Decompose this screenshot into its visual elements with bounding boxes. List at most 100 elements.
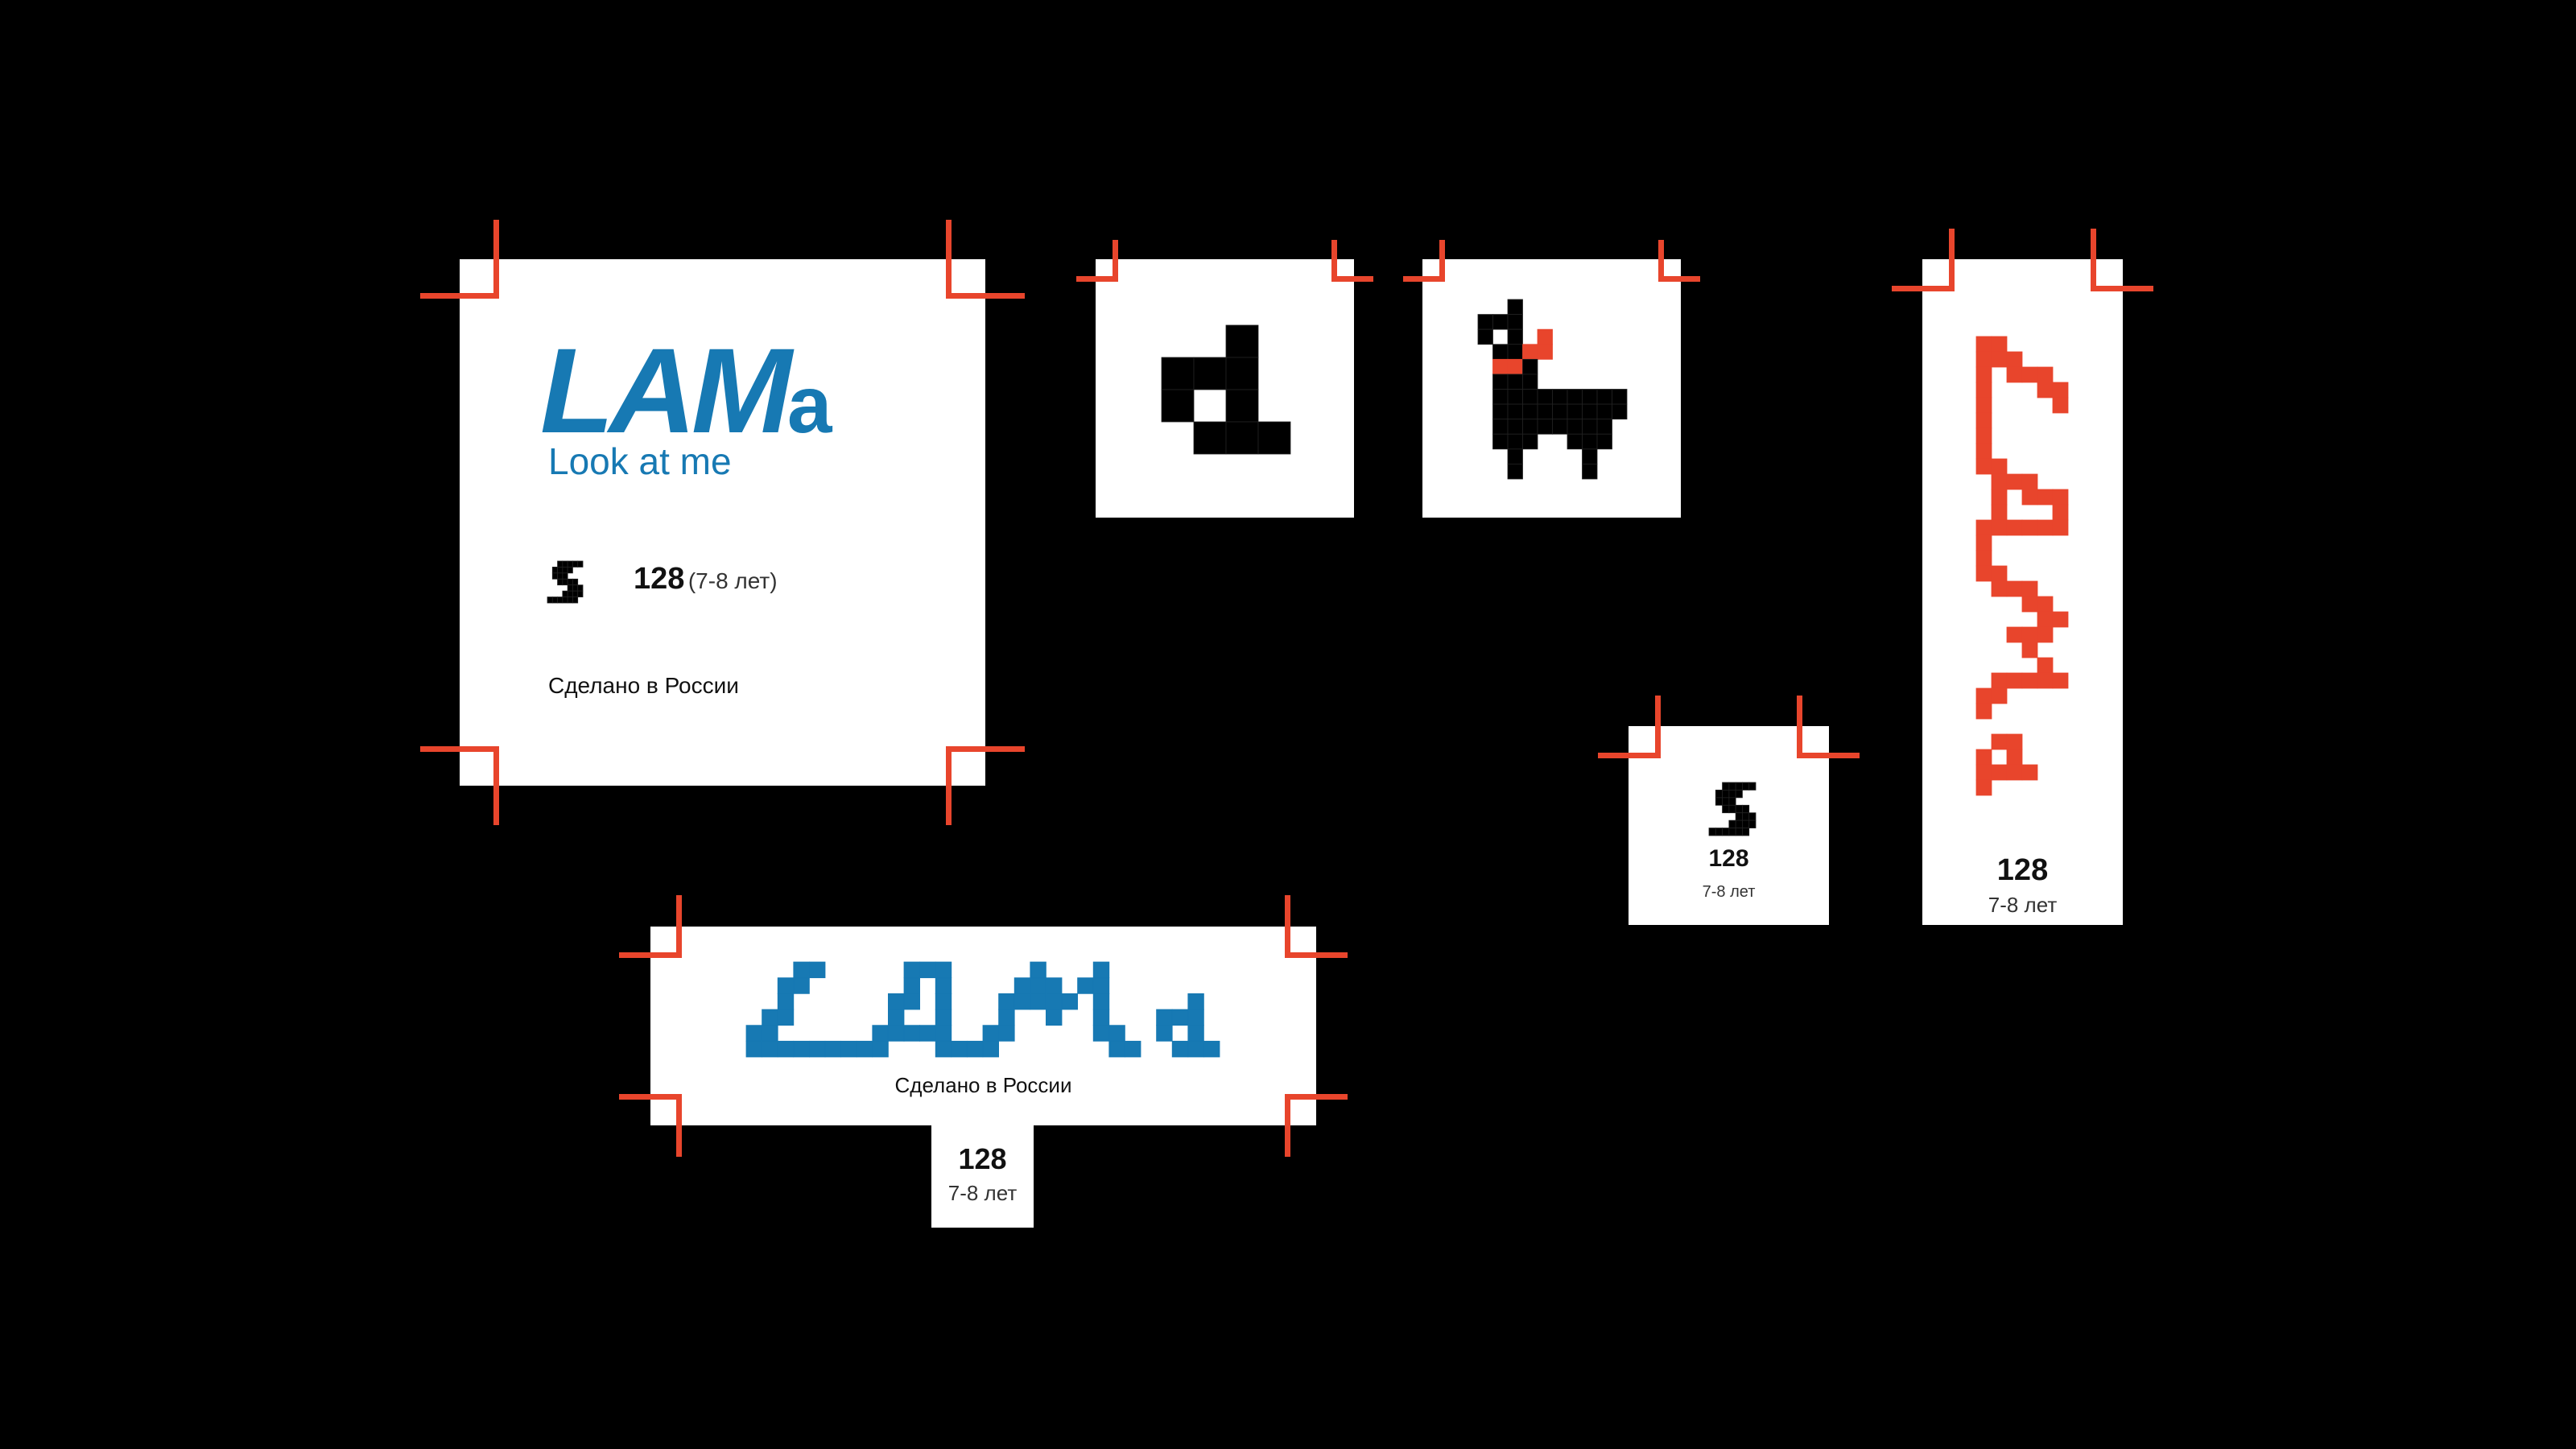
pixel-cell — [1030, 961, 1046, 979]
pixel-cell — [1203, 1040, 1220, 1058]
pixel-cell — [2021, 642, 2038, 658]
pixel-cell — [903, 1025, 921, 1042]
pixel-cell — [951, 1040, 968, 1058]
pixel-cell — [1522, 403, 1538, 420]
pixel-cell — [1492, 419, 1509, 435]
pixel-cell — [2006, 672, 2023, 689]
pixel-cell — [557, 572, 564, 580]
pixel-cell — [1193, 357, 1227, 390]
pixel-cell — [1522, 374, 1538, 390]
wide-tag-price-tab: 128 7-8 лет — [931, 1125, 1034, 1228]
pixel-cell — [1728, 790, 1736, 799]
pixel-cell — [1187, 1009, 1204, 1026]
pixel-cell — [887, 1025, 905, 1042]
pixel-cell — [1742, 804, 1750, 814]
pixel-cell — [935, 1040, 952, 1058]
pixel-cell — [824, 1040, 842, 1058]
pixel-cell — [1537, 328, 1553, 345]
pixel-cell — [2052, 672, 2069, 689]
pixel-cell — [572, 584, 579, 592]
pixel-d-icon — [1161, 324, 1291, 455]
age-range: 7-8 лет — [1702, 883, 1756, 901]
crop-mark-bottom-right — [946, 746, 1025, 825]
pixel-cell — [1582, 433, 1598, 450]
pixel-cell — [1492, 344, 1509, 360]
pixel-cell — [2037, 626, 2054, 643]
pixel-cell — [1735, 804, 1743, 814]
age-range: (7-8 лет) — [687, 568, 778, 593]
pixel-cell — [1975, 703, 1992, 720]
pixel-cell — [1522, 389, 1538, 405]
pixel-cell — [935, 993, 952, 1010]
pixel-cell — [1567, 403, 1583, 420]
pixel-cell — [1507, 299, 1523, 315]
pixel-cell — [2037, 489, 2054, 506]
pixel-cell — [1507, 344, 1523, 360]
made-in-text: Сделано в России — [894, 1073, 1072, 1097]
pixel-cell — [1492, 374, 1509, 390]
pixel-cell — [1507, 374, 1523, 390]
pixel-cell — [1225, 389, 1259, 423]
pixel-cell — [1492, 314, 1509, 330]
article-number: 128 — [634, 562, 685, 596]
pixel-cell — [1507, 464, 1523, 480]
pixel-cell — [1975, 779, 1992, 796]
pixel-cell — [2052, 611, 2069, 628]
pixel-cell — [2021, 764, 2038, 781]
pixel-cell — [1728, 804, 1736, 814]
pixel-cell — [1171, 1009, 1189, 1026]
pixel-cell — [998, 1025, 1015, 1042]
wide-tag-card: Сделано в России — [619, 895, 1348, 1157]
crop-mark-top-left — [1403, 240, 1445, 282]
pixel-cell — [577, 590, 584, 597]
pixel-cell — [2006, 580, 2023, 597]
pixel-cell — [777, 977, 795, 994]
pixel-cell — [551, 567, 558, 574]
pixel-cell — [1991, 764, 2008, 781]
pixel-cell — [1537, 419, 1553, 435]
pixel-cell — [1991, 489, 2008, 506]
crop-mark-top-right — [1658, 240, 1700, 282]
pixel-cell — [2021, 519, 2038, 536]
pixel-cell — [1596, 389, 1612, 405]
pixel-cell — [1092, 1025, 1110, 1042]
pixel-cell — [1991, 687, 2008, 704]
pixel-cell — [777, 1009, 795, 1026]
pixel-cell — [1507, 403, 1523, 420]
article-number: 128 — [958, 1142, 1007, 1175]
pixel-cell — [2006, 473, 2023, 490]
main-label-card: LAMa Look at me 128 (7-8 лет) Сделано в … — [420, 220, 1025, 825]
pixel-cell — [2021, 596, 2038, 613]
pixel-cell — [1187, 1025, 1204, 1042]
pixel-cell — [1975, 764, 1992, 781]
pixel-s-icon — [1708, 782, 1757, 836]
pixel-cell — [809, 961, 826, 979]
pixel-cell — [1225, 357, 1259, 390]
pixel-cell — [1975, 336, 1992, 353]
pixel-cell — [1187, 993, 1204, 1010]
pixel-cell — [2037, 519, 2054, 536]
pixel-cell — [1552, 419, 1568, 435]
pixel-cell — [982, 1025, 1000, 1042]
small-tag-card: 128 7-8 лет — [1598, 696, 1860, 925]
pixel-cell — [562, 572, 568, 580]
pixel-cell — [935, 977, 952, 994]
pixel-cell — [1492, 403, 1509, 420]
pixel-cell — [745, 1040, 763, 1058]
pixel-cell — [1522, 344, 1538, 360]
pixel-cell — [567, 597, 573, 604]
pixel-cell — [966, 1040, 984, 1058]
pixel-cell — [572, 560, 579, 568]
pixel-cell — [1507, 328, 1523, 345]
pixel-cell — [1742, 782, 1750, 791]
pixel-lama-logo — [745, 961, 1220, 1058]
pixel-cell — [793, 1040, 810, 1058]
age-range: 7-8 лет — [1988, 893, 2058, 917]
pixel-cell — [2006, 764, 2023, 781]
pixel-cell — [1092, 1009, 1110, 1026]
pixel-cell — [745, 1025, 763, 1042]
pixel-cell — [1156, 1009, 1173, 1026]
pixel-cell — [1728, 819, 1736, 828]
pixel-cell — [1735, 782, 1743, 791]
pixel-cell — [1030, 977, 1046, 994]
